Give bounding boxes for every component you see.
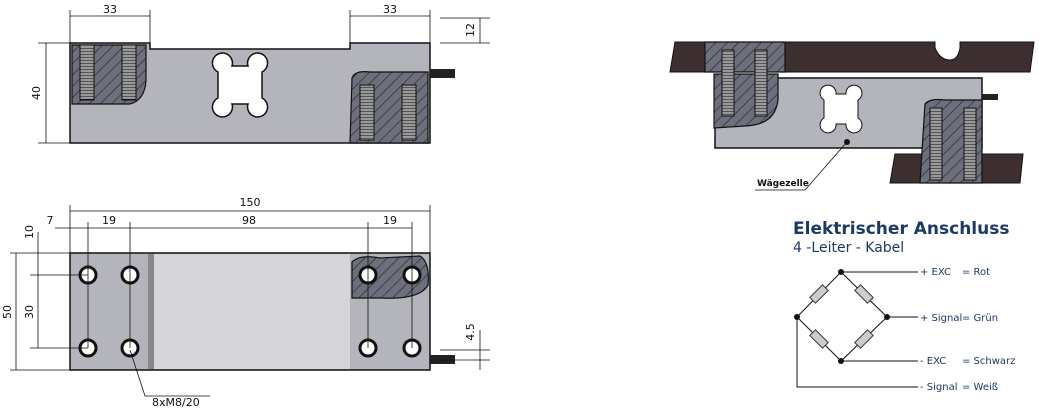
dim-height: 40 xyxy=(30,86,43,100)
dim-left: 33 xyxy=(103,3,117,16)
dim-cable: 4.5 xyxy=(464,323,477,341)
dim-hole-left: 19 xyxy=(102,214,116,227)
wire-signal: - Signal xyxy=(920,382,958,393)
cell-cutout xyxy=(211,52,269,118)
wire-signal: + Signal xyxy=(920,313,962,324)
top-plate-insert xyxy=(704,41,786,73)
wire-color: = Schwarz xyxy=(962,356,1015,367)
dim-middle: 98 xyxy=(242,214,256,227)
bottom-view: 150 7 19 98 19 10 50 30 4.5 8xM8/20 xyxy=(1,196,490,409)
bolt xyxy=(929,107,943,181)
wire-signal: + EXC xyxy=(920,267,951,278)
wire-color: = Weiß xyxy=(962,382,998,393)
dim-top: 10 xyxy=(23,225,36,239)
edge-shade xyxy=(148,254,154,369)
bolt-thread xyxy=(121,44,137,101)
dim-height-step: 12 xyxy=(464,23,477,37)
bolt-thread xyxy=(359,84,375,141)
bolt xyxy=(754,49,768,117)
thread-callout: 8xM8/20 xyxy=(152,396,200,409)
dim-hole-spacing: 30 xyxy=(23,305,36,319)
wire-color: = Grün xyxy=(962,313,998,324)
cell-label: Wägezelle xyxy=(757,179,809,189)
dim-right: 33 xyxy=(383,3,397,16)
cell-cutout xyxy=(819,84,863,134)
wiring-diagram: Elektrischer Anschluss 4 -Leiter - Kabel… xyxy=(793,219,1015,393)
dim-hole-right: 19 xyxy=(383,214,397,227)
wire-signal: - EXC xyxy=(920,356,946,367)
cable xyxy=(982,94,998,100)
assembly-view: Wägezelle xyxy=(669,41,1035,191)
dim-offset: 7 xyxy=(47,214,54,227)
middle-face xyxy=(150,254,350,369)
bolt-thread xyxy=(401,84,417,141)
cable xyxy=(430,69,455,78)
top-view: 33 33 12 40 xyxy=(30,3,490,144)
cable xyxy=(430,355,455,364)
wire-list: + EXC = Rot + Signal = Grün - EXC = Schw… xyxy=(920,267,1015,393)
dim-length: 150 xyxy=(240,196,261,209)
bolt xyxy=(721,49,735,117)
wiring-subtitle: 4 -Leiter - Kabel xyxy=(793,240,904,256)
dim-width: 50 xyxy=(1,305,14,319)
wire-color: = Rot xyxy=(962,267,990,278)
bolt xyxy=(963,107,977,181)
resistors xyxy=(809,284,874,349)
bolt-thread xyxy=(79,44,95,101)
wiring-title: Elektrischer Anschluss xyxy=(793,219,1009,239)
